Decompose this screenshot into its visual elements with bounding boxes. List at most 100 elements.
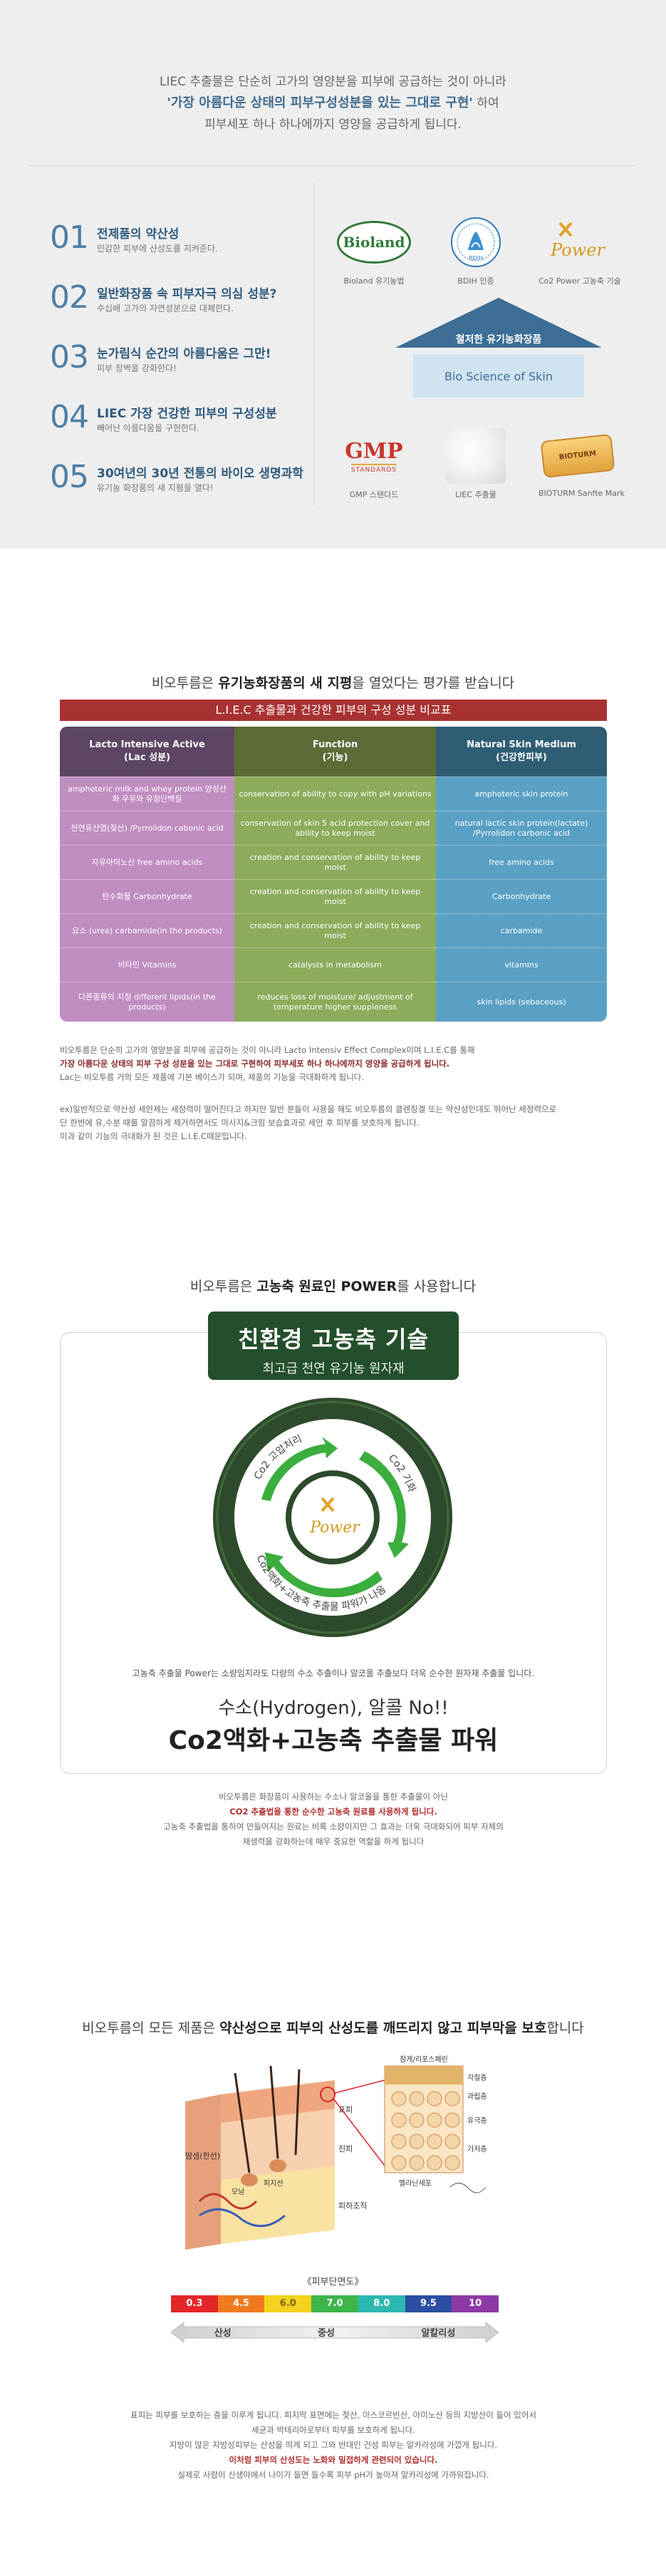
section2-title: 비오투름은 유기농화장품의 새 지평을 열었다는 평가를 받습니다 [151,675,515,691]
comparison-table: Lacto Intensive Active(Lac 성분) Function(… [60,727,607,1022]
intro-line3: 피부세포 하나 하나에까지 영양을 공급하게 됩니다. [204,118,462,132]
point-sub: 빼어난 아름다움을 구현한다. [97,423,199,433]
power-icon: Power [550,222,605,260]
table-cell: 요소 (urea) carbamide(in the products) [60,913,234,947]
svg-text:유극층: 유극층 [467,2117,487,2125]
table-cell: 다른종류의 지질 different lipids(in the product… [60,982,234,1022]
skin-paragraph: 표피는 피부를 보호하는 층을 이루게 됩니다. 피지막 표면에는 젖산, 아스… [130,2410,536,2480]
point-number: 04 [50,399,89,435]
cycle-arrow-1 [261,1437,338,1501]
skin-caption: 《피부단면도》 [302,2277,364,2287]
power-headline-1: 수소(Hydrogen), 알콜 No!! [218,1698,449,1719]
svg-text:피지선: 피지선 [264,2179,283,2188]
cycle-center-mark: Power [309,1519,360,1537]
bdih-icon: BDIH [451,217,501,267]
liec-logo: LIEC 추출물 [437,427,515,500]
point-number: 05 [50,459,89,495]
bdih-logo: BDIH BDIH 인증 [437,214,515,286]
table-row: 비타민 Vitamins catalysts in metabolism vit… [60,947,607,982]
point-item-2: 02 일반화장품 속 피부자극 의심 성분? 수십배 고가의 자연성분으로 대체… [50,274,313,331]
svg-text:멜라닌세포: 멜라닌세포 [399,2179,432,2188]
point-title: 일반화장품 속 피부자극 의심 성분? [97,287,277,301]
skin-cross-section: 땀샘(한선) 표피 진피 피하조직 모낭 피지선 참게/리포스페린 각질층 과립… [185,2055,487,2250]
header-natural: Natural Skin Medium(건강한피부) [436,727,607,777]
point-item-1: 01 전제품의 약산성 민감한 피부에 산성도를 지켜준다. [50,214,313,271]
point-title: LIEC 가장 건강한 피부의 구성성분 [97,407,277,421]
intro-line1: LIEC 추출물은 단순히 고가의 영양분을 피부에 공급하는 것이 아니라 [160,75,506,89]
bioturm-mark: BIOTURM [540,433,615,479]
point-sub: 수십배 고가의 자연성분으로 대체한다. [97,303,234,313]
point-item-4: 04 LIEC 가장 건강한 피부의 구성성분 빼어난 아름다움을 구현한다. [50,393,313,450]
logo-caption: GMP 스탠다드 [349,490,399,499]
ph-segment: 8.0 [358,2295,405,2312]
intro-line2-suffix: 하여 [477,96,499,110]
ph-arrow [171,2322,499,2342]
green-title-box: 친환경 고농축 기술 최고급 천연 유기농 원자재 [208,1312,459,1380]
table-cell: creation and conservation of ability to … [234,913,436,947]
table-cell: creation and conservation of ability to … [234,879,436,913]
section4-title: 비오투름의 모든 제품은 약산성으로 피부의 산성도를 깨뜨리지 않고 피부막을… [82,2020,584,2036]
ph-labels: 산성 중성 알칼리성 [171,2325,499,2342]
table-row: 천연유산염(젖산) /Pyrrolidon cabonic acid conse… [60,811,607,845]
house-title: 철저한 유기농화장품 [455,334,542,346]
table-cell: 자유아미노산 free amino acids [60,845,234,879]
power-caption: 고농축 추출물 Power는 소량임지라도 다량의 수소 추출이나 알코올 추출… [132,1668,535,1678]
example-paragraph: ex)일반적으로 약산성 세안제는 세정력이 떨어진다고 하지만 일반 분들이 … [60,1104,557,1141]
svg-text:피하조직: 피하조직 [338,2201,367,2211]
table-row: 자유아미노산 free amino acids creation and con… [60,845,607,879]
point-item-3: 03 눈가림식 순간의 아름다움은 그만! 피부 장벽을 강화한다! [50,333,313,390]
ph-segment: 4.5 [217,2295,265,2312]
ph-segment: 10 [452,2295,499,2312]
power-paragraph: 비오투름은 화장품이 사용하는 수소나 알코올을 통한 추출물이 아닌 CO2 … [163,1792,504,1847]
house-body-text: Bio Science of Skin [444,369,553,383]
table-cell: conservation of ability to copy with pH … [234,777,436,811]
ph-label-alkaline: 알칼리성 [421,2328,456,2339]
header-function: Function(기능) [234,727,436,777]
cycle-arrow-2 [359,1451,409,1558]
svg-text:표피: 표피 [338,2105,353,2114]
green-title-sub: 최고급 천연 유기농 원자재 [262,1361,405,1376]
point-title: 30여년의 30년 전통의 바이오 생명과학 [97,467,303,481]
table-title-bar: L.I.E.C 추출물과 건강한 피부의 구성 성분 비교표 [60,700,607,721]
svg-text:Power: Power [550,240,605,260]
point-title: 눈가림식 순간의 아름다움은 그만! [97,347,271,361]
logo-caption: BIOTURM Sanfte Mark [538,489,625,498]
table-cell: 탄수화물 Carbonhydrate [60,879,234,913]
bioland-mark: Bioland [337,221,411,264]
svg-text:각질층: 각질층 [467,2074,487,2082]
table-cell: amphoteric skin protein [436,777,607,811]
point-sub: 유기농 화장품의 새 지평을 열다! [97,483,214,493]
ph-label-acid: 산성 [214,2328,231,2339]
table-cell: catalysts in metabolism [234,947,436,982]
ph-segment: 6.0 [264,2295,312,2312]
table-cell: carbamide [436,913,607,947]
ph-segment: 9.5 [405,2295,452,2312]
intro-line2: '가장 아름다운 상태의 피부구성성분을 있는 그대로 구현' 하여 [0,93,666,114]
table-cell: 천연유산염(젖산) /Pyrrolidon cabonic acid [60,811,234,845]
point-number: 03 [50,339,89,375]
logo-caption: Bioland 유기농법 [343,276,405,286]
table-cell: free amino acids [436,845,607,879]
table-cell: creation and conservation of ability to … [234,845,436,879]
table-row: 탄수화물 Carbonhydrate creation and conserva… [60,879,607,913]
svg-text:땀샘(한선): 땀샘(한선) [185,2151,220,2161]
liec-cream-image [446,428,506,484]
header-lac: Lacto Intensive Active(Lac 성분) [60,727,234,777]
table-cell: natural lactic skin protein(lactate) /Py… [436,811,607,845]
point-sub: 민감한 피부에 산성도를 지켜준다. [97,244,218,254]
logo-caption: LIEC 추출물 [455,490,496,499]
logo-caption: Co2 Power 고농축 기술 [538,276,621,286]
table-row: amphoteric milk and whey protein 양성산화 우유… [60,777,607,811]
svg-text:진피: 진피 [338,2144,353,2154]
point-number: 01 [50,219,89,256]
cycle-center [286,1470,380,1564]
green-title-main: 친환경 고농축 기술 [238,1326,429,1353]
table-cell: Carbonhydrate [436,879,607,913]
bioturm-logo: BIOTURM BIOTURM Sanfte Mark [538,427,625,498]
point-number: 02 [50,279,89,316]
section3-title: 비오투름은 고농축 원료인 POWER를 사용합니다 [189,1279,477,1294]
bioland-logo: Bioland Bioland 유기농법 [335,214,413,286]
ph-segment: 7.0 [311,2295,358,2312]
house-roof [395,298,602,348]
